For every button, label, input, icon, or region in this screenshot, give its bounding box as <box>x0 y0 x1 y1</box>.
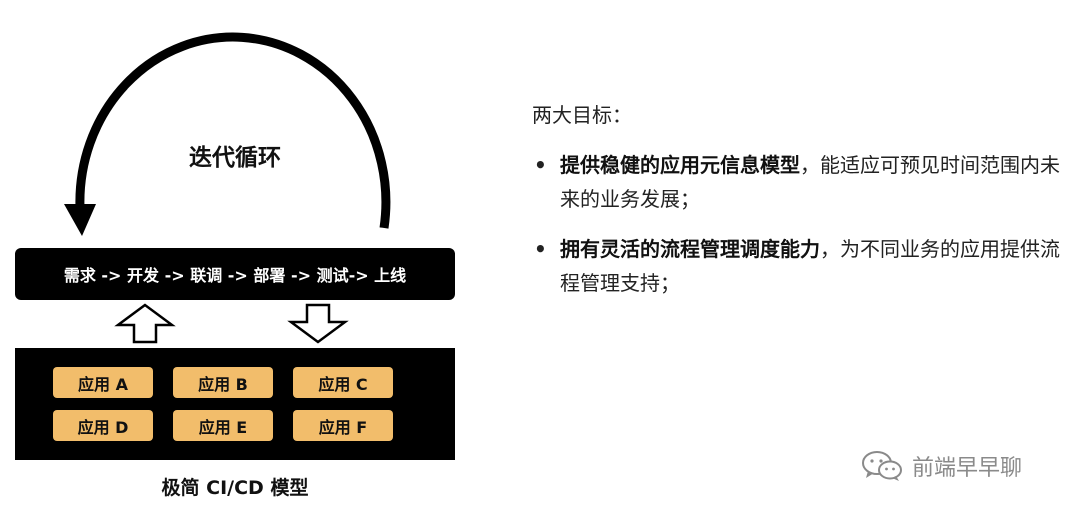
goals-title: 两大目标： <box>532 103 632 127</box>
cycle-arc-path <box>75 32 391 229</box>
cycle-arrowhead-icon <box>64 204 96 236</box>
up-arrow-icon <box>114 303 176 344</box>
goal-highlight: 拥有灵活的流程管理调度能力 <box>560 237 820 261</box>
app-label: 应用 D <box>77 417 129 437</box>
down-arrow-icon <box>287 303 349 344</box>
cycle-label: 迭代循环 <box>189 145 281 171</box>
iteration-cycle-arc <box>64 32 391 236</box>
app-label: 应用 A <box>78 374 128 394</box>
watermark-text: 前端早早聊 <box>912 456 1023 481</box>
bullet-icon: • <box>534 153 547 177</box>
goal-item: • 提供稳健的应用元信息模型，能适应可预见时间范围内未来的业务发展； <box>532 148 1072 216</box>
app-tile-d: 应用 D <box>53 410 153 441</box>
watermark: 前端早早聊 <box>860 448 1022 484</box>
applications-panel: 应用 A 应用 B 应用 C 应用 D 应用 E 应用 F <box>15 348 455 460</box>
goal-item: • 拥有灵活的流程管理调度能力，为不同业务的应用提供流程管理支持； <box>532 232 1072 300</box>
goal-detail: ，能适应可预见时间范围内未来的业务发展； <box>560 153 1060 211</box>
pipeline-steps: 需求 -> 开发 -> 联调 -> 部署 -> 测试-> 上线 <box>63 266 407 285</box>
app-label: 应用 E <box>198 417 248 437</box>
diagram-caption: 极简 CI/CD 模型 <box>161 477 309 499</box>
bullet-icon: • <box>534 237 547 261</box>
sync-arrows <box>114 303 349 344</box>
app-tile-b: 应用 B <box>173 367 273 398</box>
app-label: 应用 B <box>198 374 248 394</box>
pipeline-flow-bar: 需求 -> 开发 -> 联调 -> 部署 -> 测试-> 上线 <box>15 248 455 300</box>
app-tile-e: 应用 E <box>173 410 273 441</box>
app-label: 应用 C <box>318 374 368 394</box>
app-label: 应用 F <box>318 417 368 437</box>
goal-highlight: 提供稳健的应用元信息模型 <box>560 153 800 177</box>
goals-section: 两大目标： • 提供稳健的应用元信息模型，能适应可预见时间范围内未来的业务发展；… <box>532 98 1072 316</box>
wechat-icon <box>862 451 902 481</box>
app-tile-f: 应用 F <box>293 410 393 441</box>
app-tile-c: 应用 C <box>293 367 393 398</box>
goal-detail: ，为不同业务的应用提供流程管理支持； <box>560 237 1060 295</box>
app-tile-a: 应用 A <box>53 367 153 398</box>
